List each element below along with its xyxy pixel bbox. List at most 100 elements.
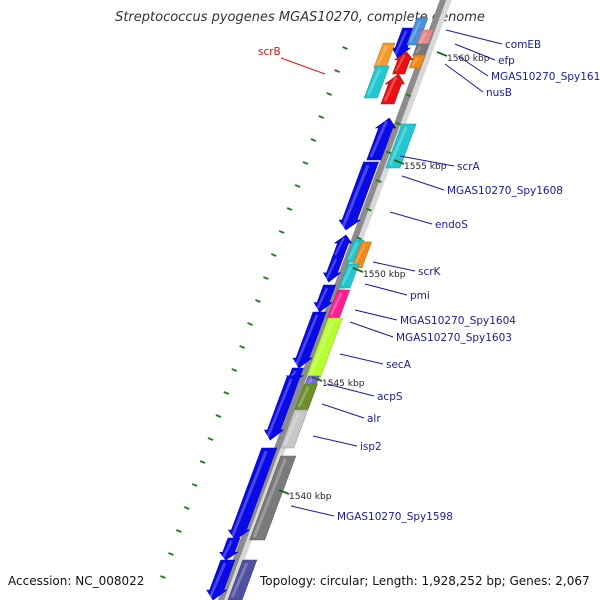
gene-highlight	[208, 562, 227, 598]
leader-line	[349, 321, 394, 338]
leader-line	[280, 57, 326, 75]
gene-label: scrB	[258, 46, 281, 58]
gene-block	[351, 241, 372, 269]
gene-highlight	[366, 68, 382, 96]
gene-label: MGAS10270_Spy1603	[396, 332, 512, 344]
genome-title: Streptococcus pyogenes MGAS10270, comple…	[115, 10, 485, 25]
scale-tick	[311, 376, 323, 382]
leader-line	[372, 261, 416, 272]
tick-mark	[286, 207, 293, 211]
gene-highlight	[283, 412, 300, 446]
tick-mark	[199, 460, 206, 464]
tick-mark	[342, 46, 348, 50]
gene-arrow	[338, 161, 379, 231]
gene-highlight	[383, 76, 398, 102]
gene-label: MGAS10270_Spy1598	[337, 511, 453, 523]
leader-line	[454, 43, 496, 61]
gene-arrow	[227, 447, 278, 541]
tick-mark	[334, 69, 340, 73]
tick-mark	[385, 150, 392, 155]
gene-highlight	[252, 458, 287, 538]
tick-mark	[231, 368, 238, 372]
gene-block	[280, 409, 309, 449]
genome-backbone	[217, 0, 447, 600]
leader-line	[399, 155, 455, 167]
gene-label: acpS	[377, 391, 403, 403]
gene-block	[408, 54, 426, 69]
scale-label: 1555 kbp	[404, 162, 447, 172]
gene-highlight	[295, 314, 319, 366]
gene-block	[338, 263, 360, 289]
scale-label: 1560 kbp	[447, 54, 490, 64]
genome-summary-text: Topology: circular; Length: 1,928,252 bp…	[260, 574, 590, 588]
gene-highlight	[329, 292, 343, 316]
tick-mark	[270, 253, 277, 257]
leader-line	[445, 29, 503, 45]
gene-highlight	[418, 32, 427, 46]
leader-line	[354, 309, 398, 321]
gene-label: isp2	[360, 441, 382, 453]
gene-label: efp	[498, 55, 515, 67]
tick-mark	[278, 230, 285, 234]
gene-arrow	[206, 559, 236, 600]
scale-label: 1540 kbp	[289, 492, 332, 502]
gene-arrow	[263, 375, 301, 441]
gene-highlight	[388, 126, 408, 166]
gene-highlight	[341, 164, 370, 228]
gene-block	[249, 455, 297, 541]
gene-highlight	[222, 540, 233, 558]
gene-arrow	[380, 73, 405, 105]
scale-tick	[436, 51, 448, 57]
scale-tick	[352, 267, 364, 273]
gene-highlight	[394, 30, 408, 56]
gene-label: MGAS10270_Spy1604	[400, 315, 516, 327]
gene-arrow	[366, 117, 397, 161]
gene-highlight	[353, 244, 366, 266]
gene-arrow	[292, 311, 327, 369]
scale-label: 1545 kbp	[322, 379, 365, 389]
gene-highlight	[297, 386, 310, 408]
tick-mark	[375, 179, 382, 184]
gene-highlight	[376, 45, 388, 66]
leader-line	[457, 55, 489, 77]
gene-highlight	[369, 120, 388, 158]
tick-mark	[223, 391, 230, 395]
tick-mark	[183, 506, 190, 510]
gene-label: secA	[386, 359, 412, 371]
tick-mark	[326, 92, 333, 96]
gene-label: MGAS10270_Spy1608	[447, 185, 563, 197]
gene-label: pmi	[410, 290, 430, 302]
tick-mark	[168, 552, 174, 556]
scale-label: 1550 kbp	[363, 270, 406, 280]
tick-mark	[366, 207, 372, 212]
tick-mark	[255, 299, 261, 303]
accession-text: Accession: NC_008022	[8, 574, 145, 588]
gene-label: MGAS10270_Spy1613	[491, 71, 600, 83]
gene-label: nusB	[486, 87, 512, 99]
tick-mark	[160, 575, 166, 579]
tick-mark	[405, 93, 412, 98]
tick-mark	[356, 236, 362, 241]
gene-arrow	[313, 284, 336, 313]
scale-tick	[278, 489, 290, 495]
gene-highlight	[309, 320, 334, 376]
gene-highlight	[266, 378, 293, 438]
tick-mark	[302, 161, 309, 165]
gene-highlight	[230, 562, 249, 598]
tick-mark	[191, 483, 198, 487]
gene-highlight	[230, 450, 268, 538]
leader-line	[321, 403, 365, 419]
gene-highlight	[334, 237, 345, 256]
tick-mark	[395, 121, 402, 126]
tick-mark	[318, 115, 325, 119]
gene-label: scrA	[457, 161, 481, 173]
tick-mark	[247, 322, 253, 326]
gene-highlight	[325, 258, 338, 280]
leader-line	[389, 211, 433, 225]
gene-block	[305, 317, 343, 379]
tick-mark	[294, 184, 301, 188]
gene-highlight	[415, 46, 422, 54]
gene-highlight	[409, 20, 422, 43]
leader-line	[444, 63, 484, 93]
